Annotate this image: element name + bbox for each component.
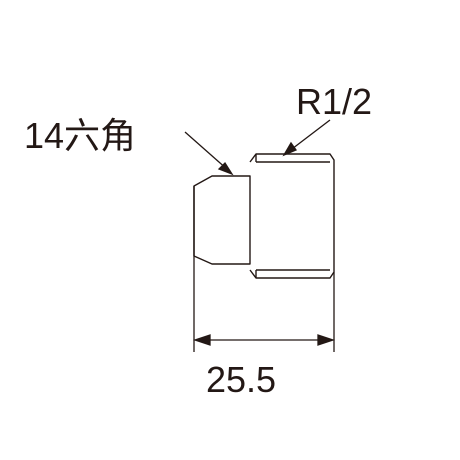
length-dimension: [192, 256, 336, 352]
arrow-right: [317, 334, 336, 346]
hex-section: [193, 175, 251, 265]
thread-section: [249, 153, 335, 279]
hex-leader: [184, 131, 234, 176]
arrow-left: [192, 334, 211, 346]
fitting-body: [193, 153, 335, 279]
thread-leader: [282, 119, 331, 157]
length-dimension-label: 25.5: [206, 359, 276, 400]
hex-size-label: 14六角: [24, 115, 136, 156]
thread-size-label: R1/2: [296, 81, 372, 122]
